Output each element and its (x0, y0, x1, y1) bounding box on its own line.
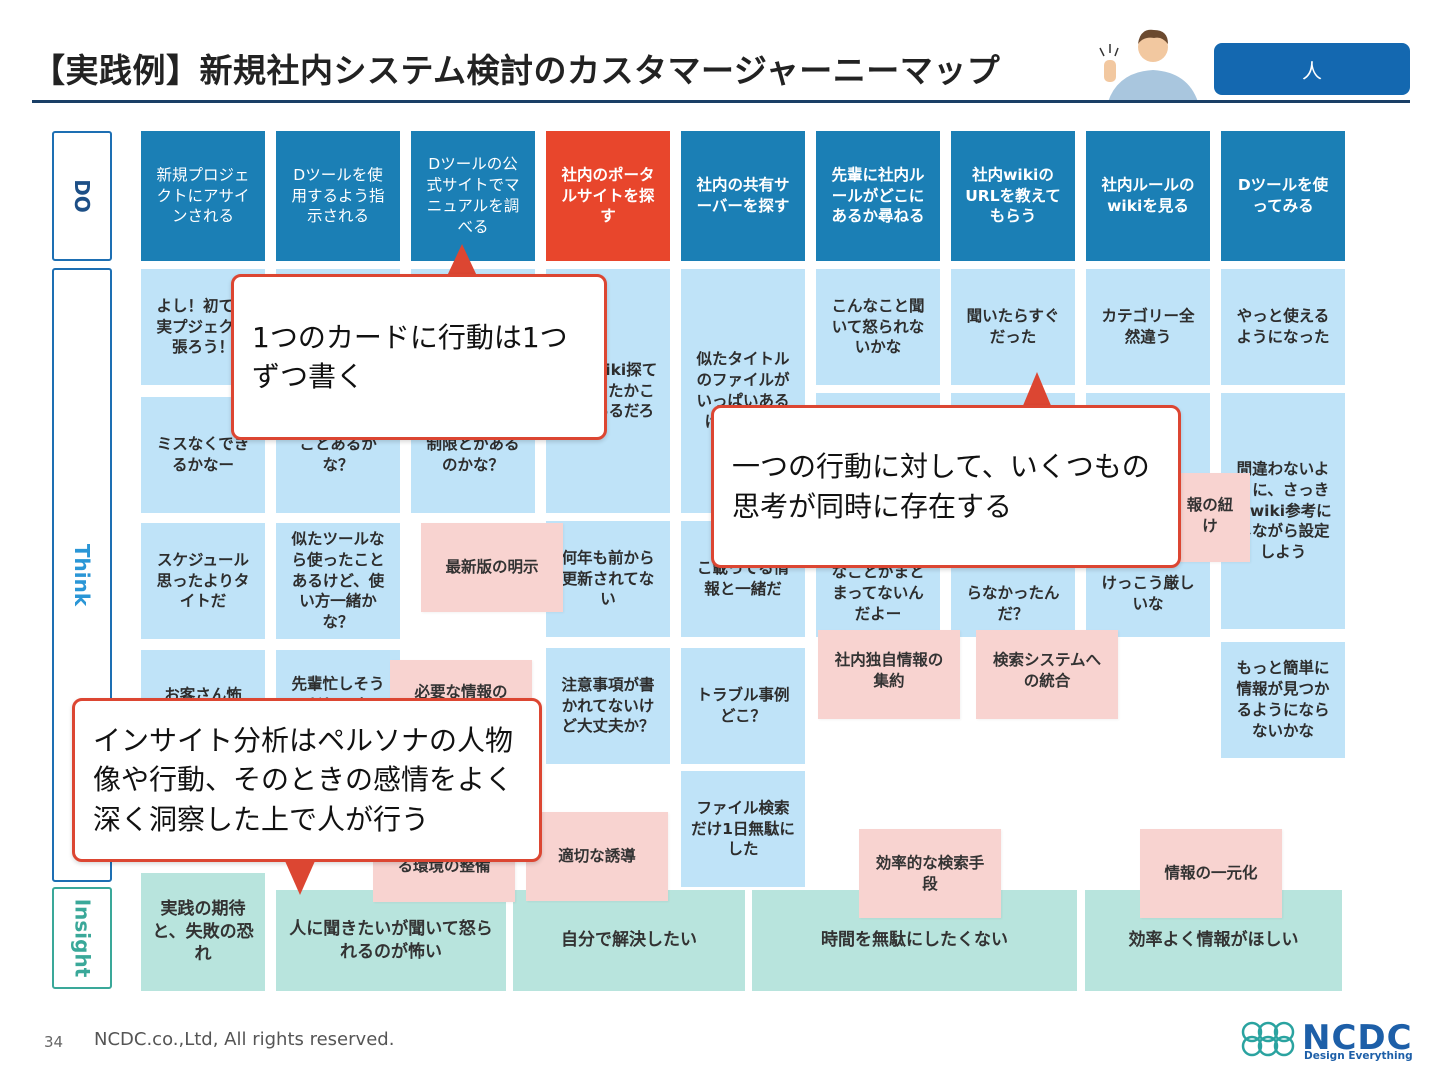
sticky-note: 社内独自情報の集約 (818, 630, 960, 719)
sticky-note: 効率的な検索手段 (859, 829, 1001, 918)
title-divider (32, 100, 1410, 103)
sticky-note: 検索システムへの統合 (976, 630, 1118, 719)
brand-tagline: Design Everything (1304, 1050, 1413, 1062)
think-card: 注意事項が書かれてないけど大丈夫か？ (546, 648, 670, 764)
do-card-highlighted: 社内のポータルサイトを探す (546, 131, 670, 261)
callout-pointer (1022, 372, 1052, 408)
do-card: 新規プロジェクトにアサインされる (141, 131, 265, 261)
do-card: 社内の共有サーバーを探す (681, 131, 805, 261)
callout-pointer (447, 244, 477, 276)
do-card: 先輩に社内ルールがどこにあるか尋ねる (816, 131, 940, 261)
row-label-think: Think (52, 268, 112, 882)
copyright: NCDC.co.,Ltd, All rights reserved. (94, 1029, 395, 1050)
page-title: 【実践例】新規社内システム検討のカスタマージャーニーマップ (32, 51, 1001, 90)
persona-illustration (1098, 22, 1208, 102)
think-card: もっと簡単に情報が見つかるようにならないかな (1221, 642, 1345, 758)
do-card: Dツールを使用するよう指示される (276, 131, 400, 261)
sticky-note: 最新版の明示 (421, 523, 563, 612)
insight-card: 効率よく情報がほしい (1085, 890, 1342, 991)
callout-pointer (285, 861, 315, 895)
think-card: 似たツールなら使ったことあるけど、使い方一緒かな？ (276, 523, 400, 639)
ncdc-logo-mark-icon (1238, 1018, 1298, 1060)
think-card: スケジュール思ったよりタイトだ (141, 523, 265, 639)
callout-one-action: 1つのカードに行動は1つずつ書く (231, 274, 607, 440)
think-card: ミスなくできるかなー (141, 397, 265, 513)
think-card: 聞いたらすぐだった (951, 269, 1075, 385)
persona-tag[interactable]: 人 (1214, 43, 1410, 95)
think-card: トラブル事例どこ？ (681, 648, 805, 764)
page-number: 34 (44, 1033, 64, 1051)
think-card: カテゴリー全然違う (1086, 269, 1210, 385)
row-label-do: DO (52, 131, 112, 261)
row-label-insight: Insight (52, 887, 112, 989)
callout-insight-analysis: インサイト分析はペルソナの人物像や行動、そのときの感情をよく深く洞察した上で人が… (72, 698, 542, 862)
insight-card: 時間を無駄にしたくない (752, 890, 1077, 991)
do-card: 社内wikiのURLを教えてもらう (951, 131, 1075, 261)
callout-multi-thoughts: 一つの行動に対して、いくつもの思考が同時に存在する (711, 405, 1181, 568)
do-card: Dツールの公式サイトでマニュアルを調べる (411, 131, 535, 261)
think-card: やっと使えるようになった (1221, 269, 1345, 385)
think-card: ファイル検索だけ1日無駄にした (681, 771, 805, 887)
insight-card: 自分で解決したい (513, 890, 745, 991)
do-card: 社内ルールのwikiを見る (1086, 131, 1210, 261)
think-card: 何年も前から更新されてない (546, 521, 670, 637)
sticky-note: 適切な誘導 (526, 812, 668, 901)
do-card: Dツールを使ってみる (1221, 131, 1345, 261)
insight-card: 実践の期待と、失敗の恐れ (141, 873, 265, 991)
sticky-note: 情報の一元化 (1140, 829, 1282, 918)
insight-card: 人に聞きたいが聞いて怒られるのが怖い (276, 890, 506, 991)
think-card: こんなこと聞いて怒られないかな (816, 269, 940, 385)
brand-logo: NCDC (1302, 1018, 1413, 1058)
